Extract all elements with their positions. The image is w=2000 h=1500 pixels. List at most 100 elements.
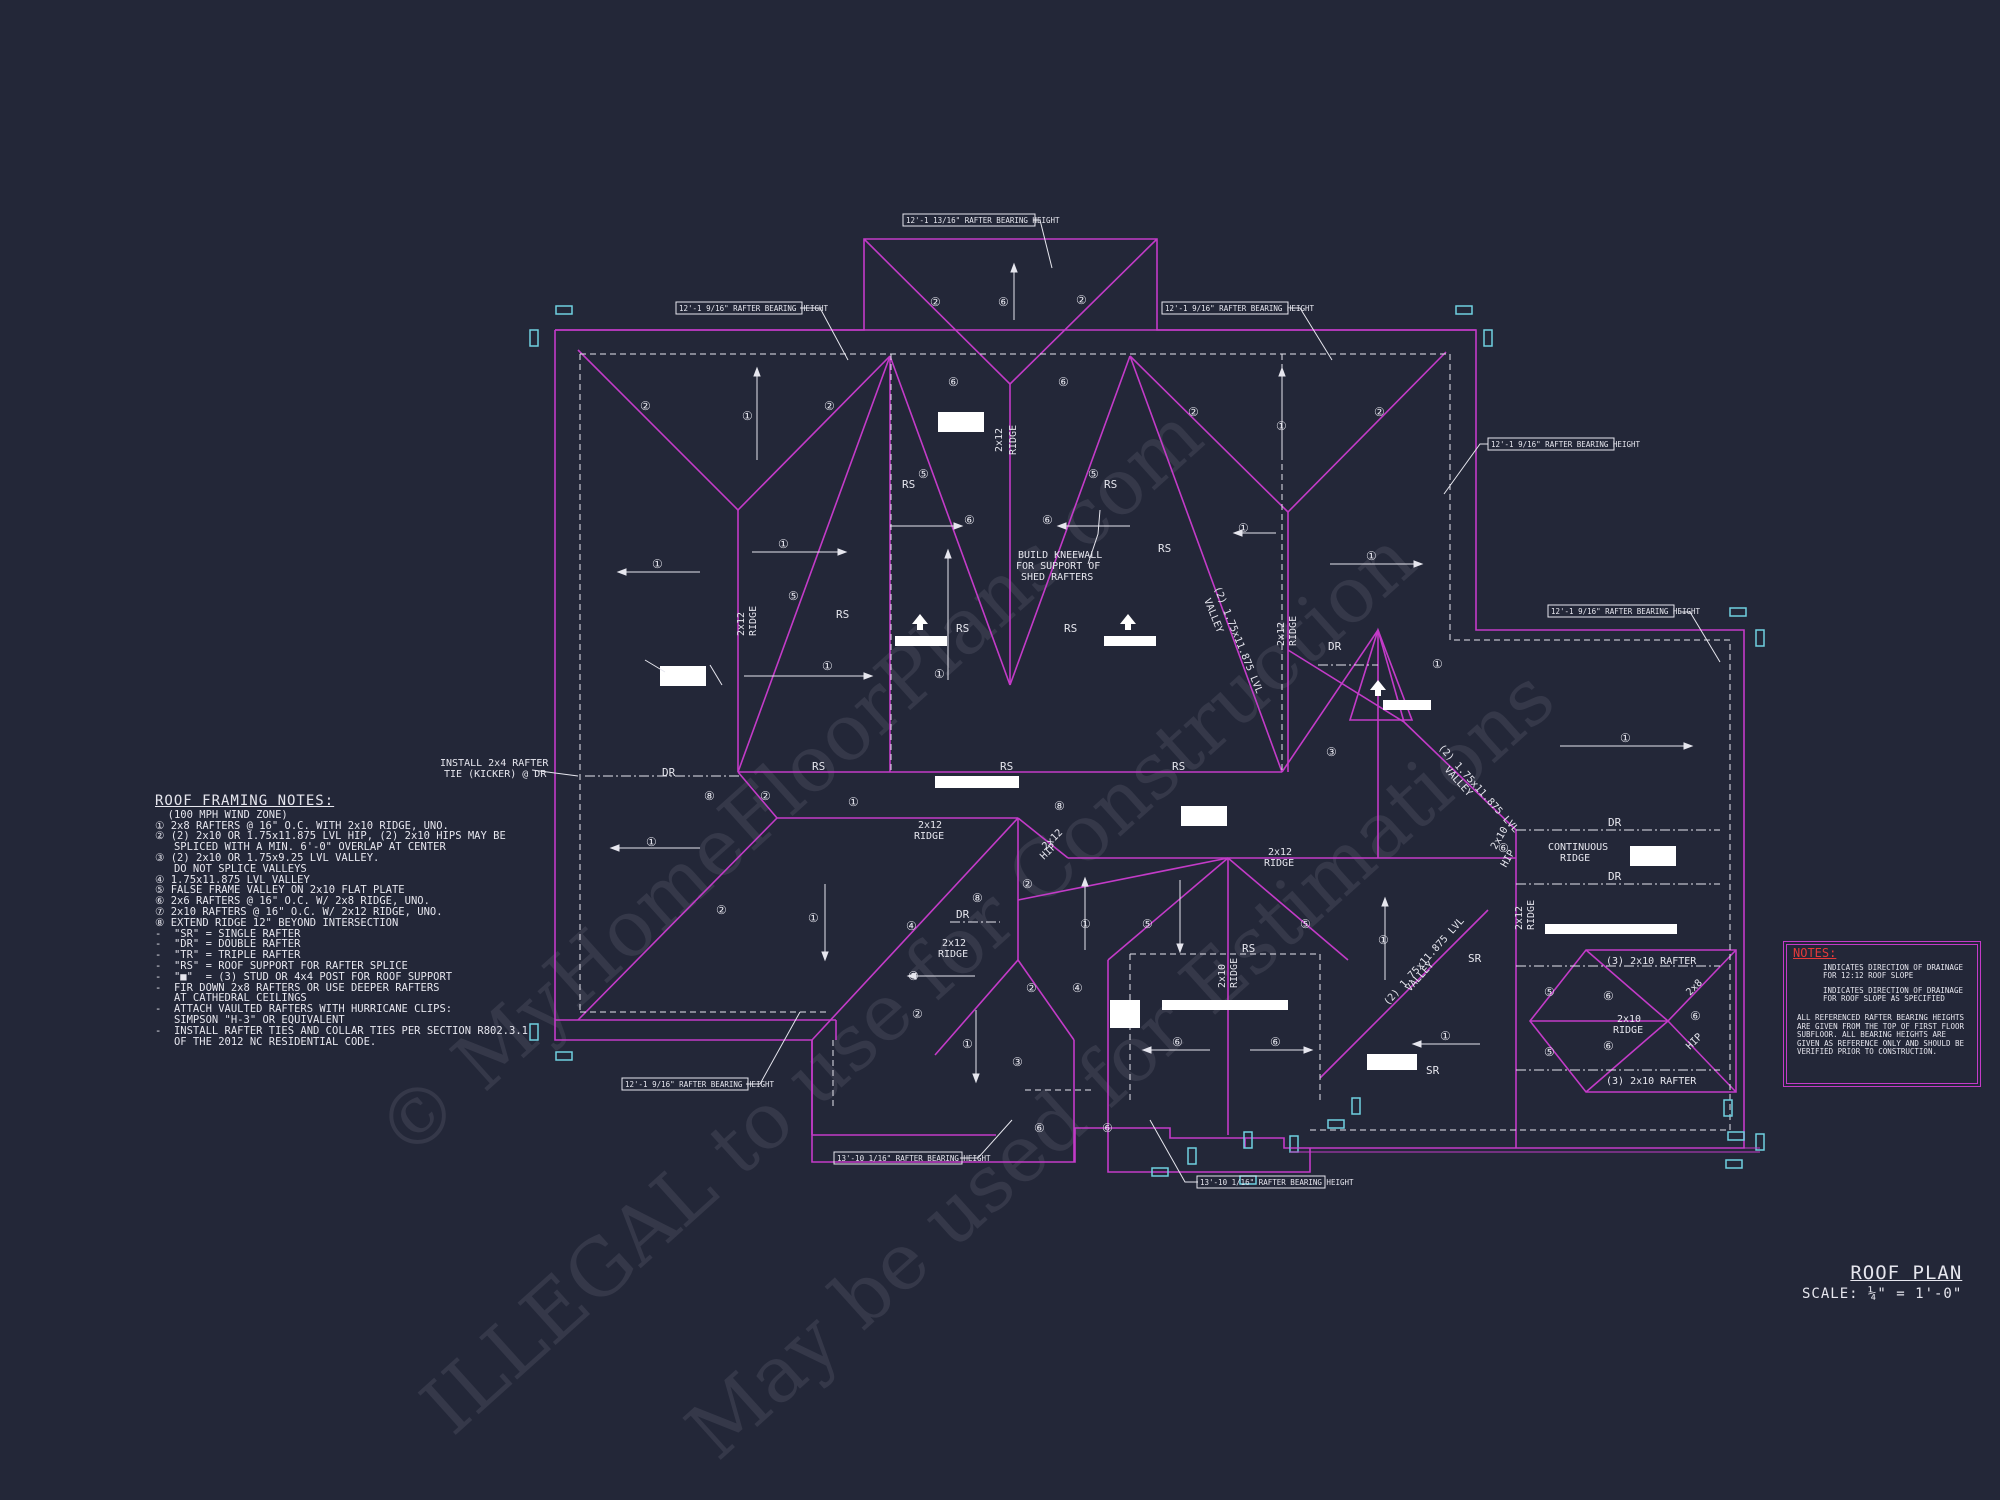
- keynote-2: ②: [640, 399, 651, 413]
- continuous-ridge-label-2: RIDGE: [1560, 853, 1590, 864]
- roof-framing-note: ② (2) 2x10 OR 1.75x11.875 LVL HIP, (2) 2…: [155, 830, 506, 843]
- roof-framing-note: ⑦ 2x10 RAFTERS @ 16" O.C. W/ 2x12 RIDGE,…: [155, 905, 443, 918]
- keynote-6: ⑥: [1603, 989, 1614, 1003]
- keynote-2: ②: [1188, 405, 1199, 419]
- roof-framing-note: SPLICED WITH A MIN. 6'-0" OVERLAP AT CEN…: [155, 841, 446, 854]
- roof-framing-note: ⑥ 2x6 RAFTERS @ 16" O.C. W/ 2x8 RIDGE, U…: [155, 895, 430, 908]
- keynote-6: ⑥: [998, 295, 1009, 309]
- rs-tag: RS: [1242, 942, 1255, 955]
- dr-tag: DR: [1608, 870, 1622, 883]
- roof-framing-note: - "TR" = TRIPLE RAFTER: [155, 949, 301, 962]
- keynote-2: ②: [912, 1007, 923, 1021]
- keynote-6: ⑥: [1034, 1121, 1045, 1135]
- rafter-3-2x10-bottom: (3) 2x10 RAFTER: [1606, 1076, 1697, 1087]
- keynote-8: ⑧: [704, 789, 715, 803]
- keynote-2: ②: [1026, 981, 1037, 995]
- roof-framing-notes-list: (100 MPH WIND ZONE)① 2x8 RAFTERS @ 16" O…: [155, 808, 528, 1048]
- sr-tag: SR: [1468, 952, 1482, 965]
- roof-framing-note: ④ 1.75x11.875 LVL VALLEY: [155, 873, 310, 886]
- roof-framing-note: (100 MPH WIND ZONE): [155, 808, 288, 821]
- plan-scale: SCALE: ¼" = 1'-0": [1802, 1286, 1963, 1302]
- hip-2x8-label-2: HIP: [1684, 1032, 1705, 1053]
- keynote-1: ①: [1432, 657, 1443, 671]
- roof-framing-note: - "SR" = SINGLE RAFTER: [155, 927, 301, 940]
- bearing-height-upper-center-right: 12'-1 9/16" RAFTER BEARING HEIGHT: [1165, 304, 1314, 313]
- rs-tag: RS: [1172, 760, 1185, 773]
- legend-footer: ALL REFERENCED RAFTER BEARING HEIGHTS AR…: [1797, 1012, 1965, 1057]
- ridge-2x12-lower-label-1: 2x12: [942, 938, 966, 949]
- keynote-1: ①: [742, 409, 753, 423]
- keynote-1: ①: [934, 667, 945, 681]
- bearing-height-lower-left: 12'-1 9/16" RAFTER BEARING HEIGHT: [625, 1080, 774, 1089]
- ridge-lower-vertical-2: RIDGE: [1229, 958, 1240, 988]
- valley-lvl-lower-1: (2) 1.75x11.875 LVL: [1382, 916, 1467, 1008]
- ridge-2x12-top-vertical: 2x12: [994, 428, 1005, 452]
- roof-framing-note: - "■" = (3) STUD OR 4x4 POST FOR ROOF SU…: [155, 970, 453, 983]
- keynote-5: ⑤: [1142, 917, 1153, 931]
- roof-framing-note: AT CATHEDRAL CEILINGS: [155, 992, 307, 1005]
- keynote-5: ⑤: [788, 589, 799, 603]
- ridge-2x12-mid-label-2: RIDGE: [1264, 858, 1294, 869]
- plan-title-block: ROOF PLAN SCALE: ¼" = 1'-0": [1802, 1262, 1962, 1302]
- keynote-6: ⑥: [1042, 513, 1053, 527]
- roof-framing-note: - ATTACH VAULTED RAFTERS WITH HURRICANE …: [155, 1003, 453, 1016]
- keynote-5: ⑤: [918, 467, 929, 481]
- roof-framing-note: - INSTALL RAFTER TIES AND COLLAR TIES PE…: [155, 1024, 528, 1037]
- ridge-2x10-label-1: 2x10: [1617, 1014, 1641, 1025]
- valley-lvl-upper-1: (2) 1.75x11.875 LVL: [1211, 585, 1264, 695]
- ridge-2x12-label-1: 2x12: [918, 820, 942, 831]
- roof-framing-note: - FIR DOWN 2x8 RAFTERS OR USE DEEPER RAF…: [155, 981, 440, 994]
- keynote-6: ⑥: [1690, 1009, 1701, 1023]
- ridge-2x12-mid-label-1: 2x12: [1268, 847, 1292, 858]
- keynote-1: ①: [778, 537, 789, 551]
- keynote-1: ①: [1080, 917, 1091, 931]
- ridge-left-vertical-1: 2x12: [736, 612, 747, 636]
- rs-tag: RS: [836, 608, 849, 621]
- keynote-6: ⑥: [1603, 1039, 1614, 1053]
- keynote-2: ②: [824, 399, 835, 413]
- kneewall-label-1: BUILD KNEEWALL: [1018, 550, 1102, 561]
- keynote-6: ⑥: [1498, 841, 1509, 855]
- dr-tag: DR: [1608, 816, 1622, 829]
- bearing-height-bottom-right: 13'-10 1/16" RAFTER BEARING HEIGHT: [1200, 1178, 1354, 1187]
- keynote-1: ①: [1276, 419, 1287, 433]
- plan-title: ROOF PLAN: [1850, 1262, 1963, 1284]
- rs-tag: RS: [1104, 478, 1117, 491]
- roof-framing-note: DO NOT SPLICE VALLEYS: [155, 862, 307, 875]
- keynote-8: ⑧: [972, 891, 983, 905]
- continuous-ridge-label-1: CONTINUOUS: [1548, 842, 1608, 853]
- keynote-1: ①: [1378, 933, 1389, 947]
- keynote-6: ⑥: [1058, 375, 1069, 389]
- roof-framing-note: ① 2x8 RAFTERS @ 16" O.C. WITH 2x10 RIDGE…: [155, 819, 449, 832]
- rs-tag: RS: [956, 622, 969, 635]
- keynote-6: ⑥: [948, 375, 959, 389]
- roof-framing-note: - "DR" = DOUBLE RAFTER: [155, 938, 301, 951]
- keynote-5: ⑤: [1300, 917, 1311, 931]
- keynote-4: ④: [1072, 981, 1083, 995]
- dr-tag: DR: [1328, 640, 1342, 653]
- roof-outline-main: [554, 238, 1745, 1163]
- keynote-3: ③: [1326, 745, 1337, 759]
- hip-2x8-label-1: 2x8: [1684, 978, 1705, 999]
- bearing-height-bottom-left: 13'-10 1/16" RAFTER BEARING HEIGHT: [837, 1154, 991, 1163]
- keynote-1: ①: [962, 1037, 973, 1051]
- roof-framing-notes-title: ROOF FRAMING NOTES:: [155, 793, 335, 809]
- keynote-3: ③: [1012, 1055, 1023, 1069]
- dr-tag: DR: [662, 766, 676, 779]
- valley-lvl-right-1: (2) 1.75x11.875 LVL: [1436, 743, 1521, 835]
- keynote-1: ①: [808, 911, 819, 925]
- keynote-6: ⑥: [1172, 1035, 1183, 1049]
- ridge-right-vertical-1: 2x12: [1276, 622, 1287, 646]
- keynote-6: ⑥: [964, 513, 975, 527]
- roof-framing-note: SIMPSON "H-3" OR EQUIVALENT: [155, 1013, 345, 1026]
- keynote-2: ②: [930, 295, 941, 309]
- keynote-5: ⑤: [1544, 985, 1555, 999]
- ridge-far-right-vertical-1: 2x12: [1514, 906, 1525, 930]
- ridge-far-right-vertical-2: RIDGE: [1526, 900, 1537, 930]
- ridge-left-vertical-2: RIDGE: [748, 606, 759, 636]
- roof-framing-note: - "RS" = ROOF SUPPORT FOR RAFTER SPLICE: [155, 959, 408, 972]
- keynote-1: ①: [652, 557, 663, 571]
- keynote-5: ⑤: [1088, 467, 1099, 481]
- legend-drainage-2: INDICATES DIRECTION OF DRAINAGE FOR ROOF…: [1823, 985, 1963, 1004]
